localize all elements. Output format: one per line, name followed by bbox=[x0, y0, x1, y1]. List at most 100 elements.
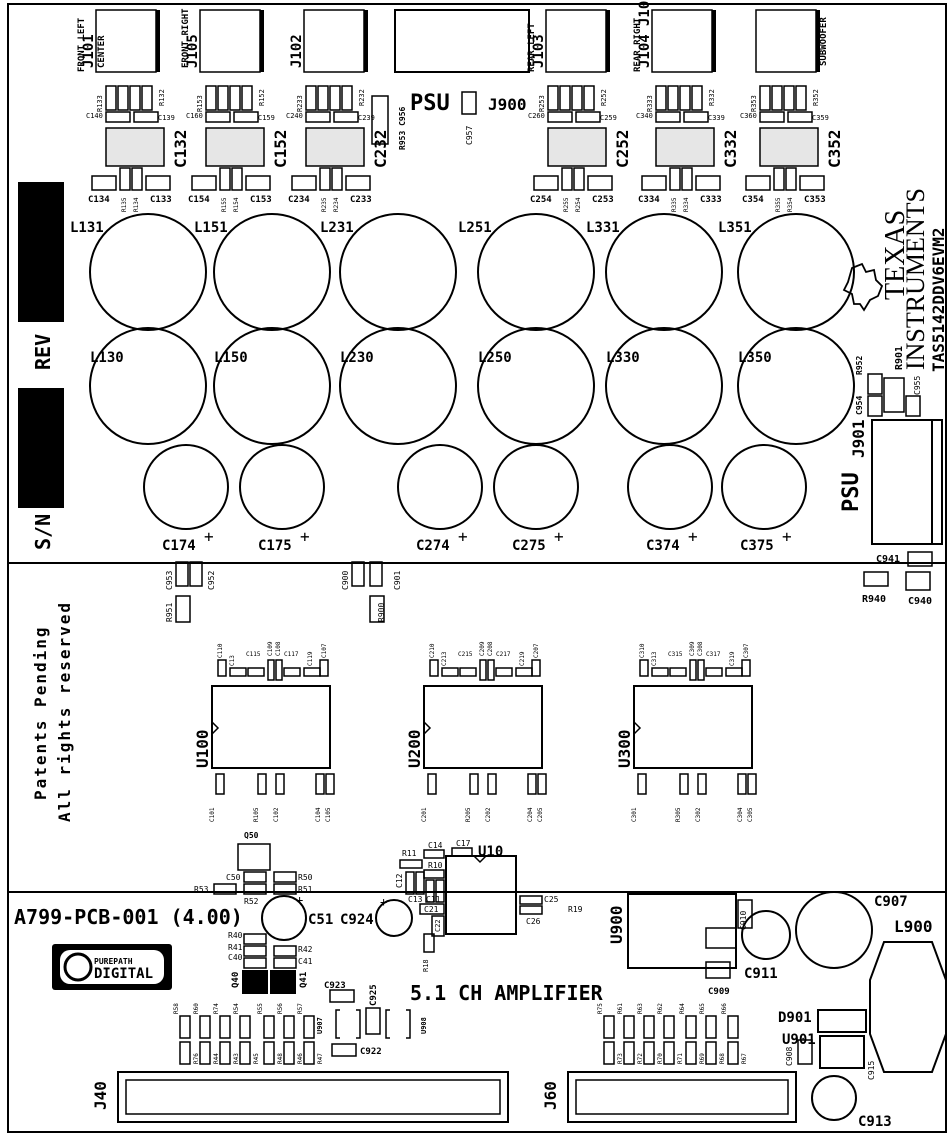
capacitor-pad bbox=[305, 111, 331, 123]
q50-label: Q50 bbox=[244, 831, 259, 840]
connector-ref: J104 bbox=[637, 34, 653, 68]
inductor-label: L131 bbox=[70, 220, 104, 236]
capacitor-label: C213 bbox=[441, 651, 448, 666]
u10-label: U10 bbox=[478, 844, 503, 860]
d901-label: D901 bbox=[778, 1010, 812, 1026]
purepath-logo: PUREPATH DIGITAL bbox=[52, 944, 172, 990]
r900-label: R900 bbox=[377, 603, 386, 622]
resistor-label: R135 bbox=[121, 197, 128, 212]
c26-pad bbox=[519, 905, 543, 915]
capacitor-label: C340 bbox=[636, 112, 653, 120]
resistor-pad bbox=[655, 85, 667, 111]
c17-pad bbox=[451, 847, 473, 857]
connector-edge bbox=[712, 10, 716, 72]
resistor-pad bbox=[603, 1041, 615, 1065]
connector-edge bbox=[816, 10, 820, 72]
capacitor-label: C210 bbox=[429, 643, 436, 658]
capacitor-label: C308 bbox=[697, 641, 704, 656]
polarity-plus: + bbox=[458, 527, 468, 546]
resistor-label: R352 bbox=[812, 89, 820, 106]
capacitor-pad bbox=[105, 111, 131, 123]
capacitor-pad bbox=[705, 667, 723, 677]
u907-label: U907 bbox=[316, 1017, 324, 1034]
c41-label: C41 bbox=[298, 957, 313, 966]
resistor-label: R105 bbox=[253, 807, 260, 822]
c21-pad bbox=[419, 903, 445, 915]
resistor-label: R234 bbox=[333, 197, 340, 212]
inductor-label: L331 bbox=[586, 220, 620, 236]
r52-pad bbox=[243, 883, 267, 895]
ic-label: U300 bbox=[615, 729, 634, 768]
capacitor-pad bbox=[145, 175, 171, 191]
resistor-pad bbox=[319, 167, 331, 191]
polarity-plus: + bbox=[204, 527, 214, 546]
capacitor-pad bbox=[639, 659, 649, 677]
c21-label: C21 bbox=[424, 905, 439, 914]
amplifier-title: 5.1 CH AMPLIFIER bbox=[410, 981, 604, 1005]
resistor-pad bbox=[263, 1041, 275, 1065]
capacitor-label: C359 bbox=[812, 114, 829, 122]
r951-label: R951 bbox=[165, 603, 174, 622]
r11-pad bbox=[399, 859, 423, 869]
resistor-label: R45 bbox=[253, 1053, 260, 1064]
bulk-capacitor bbox=[627, 444, 713, 530]
c911-cap bbox=[741, 910, 791, 960]
inductor-coil bbox=[737, 327, 855, 445]
bulk-capacitor-label: C175 bbox=[258, 538, 292, 554]
capacitor-label: C117 bbox=[284, 651, 299, 658]
capacitor-pad bbox=[427, 773, 437, 795]
resistor-pad bbox=[573, 167, 585, 191]
capacitor-pad bbox=[333, 111, 359, 123]
c40-pad bbox=[243, 957, 267, 969]
channel-name: SUBWOOFER bbox=[819, 17, 829, 66]
capacitor-label: C160 bbox=[186, 112, 203, 120]
filter-capacitor bbox=[105, 127, 165, 167]
r40-label: R40 bbox=[228, 931, 243, 940]
c11-label: C11 bbox=[426, 895, 441, 904]
resistor-label: R305 bbox=[675, 807, 682, 822]
capacitor-label: C101 bbox=[209, 807, 216, 822]
capacitor-label: C319 bbox=[729, 651, 736, 666]
capacitor-pad bbox=[787, 111, 813, 123]
resistor-label: R57 bbox=[297, 1003, 304, 1014]
rev-block bbox=[18, 182, 64, 322]
r940-pad bbox=[863, 571, 889, 587]
c12b-pad bbox=[415, 871, 425, 895]
psu-side-label: PSU bbox=[839, 472, 864, 512]
resistor-pad bbox=[623, 1041, 635, 1065]
inductor-label: L250 bbox=[478, 350, 512, 366]
c14-label: C14 bbox=[428, 841, 443, 850]
r901-label: R901 bbox=[894, 346, 905, 370]
resistor-label: R252 bbox=[600, 89, 608, 106]
inductor-label: L351 bbox=[718, 220, 752, 236]
resistor-pad bbox=[603, 1015, 615, 1039]
resistor-pad bbox=[229, 85, 241, 111]
resistor-label: R74 bbox=[213, 1003, 220, 1014]
resistor-label: R232 bbox=[358, 89, 366, 106]
r50-pad bbox=[273, 871, 297, 883]
j60-label: J60 bbox=[541, 1081, 560, 1110]
u900-label: U900 bbox=[607, 905, 626, 944]
capacitor-label: C133 bbox=[150, 195, 172, 205]
inductor-label: L231 bbox=[320, 220, 354, 236]
capacitor-label: C240 bbox=[286, 112, 303, 120]
capacitor-label: C304 bbox=[737, 807, 744, 822]
c910-pad bbox=[737, 899, 753, 929]
q41-label: Q41 bbox=[299, 972, 309, 988]
capacitor-pad bbox=[547, 111, 573, 123]
capacitor-pad bbox=[275, 773, 285, 795]
capacitor-label: C205 bbox=[537, 807, 544, 822]
resistor-label: R44 bbox=[213, 1053, 220, 1064]
resistor-label: R152 bbox=[258, 89, 266, 106]
c12-label: C12 bbox=[395, 873, 404, 888]
u900-tab bbox=[705, 927, 737, 949]
capacitor-label: C207 bbox=[533, 643, 540, 658]
resistor-pad bbox=[329, 85, 341, 111]
board-outline bbox=[7, 3, 947, 1133]
logo-line2: DIGITAL bbox=[94, 966, 153, 982]
resistor-label: R43 bbox=[233, 1053, 240, 1064]
c14-pad bbox=[423, 849, 445, 859]
filter-capacitor-label: C132 bbox=[171, 129, 190, 168]
capacitor-label: C333 bbox=[700, 195, 722, 205]
